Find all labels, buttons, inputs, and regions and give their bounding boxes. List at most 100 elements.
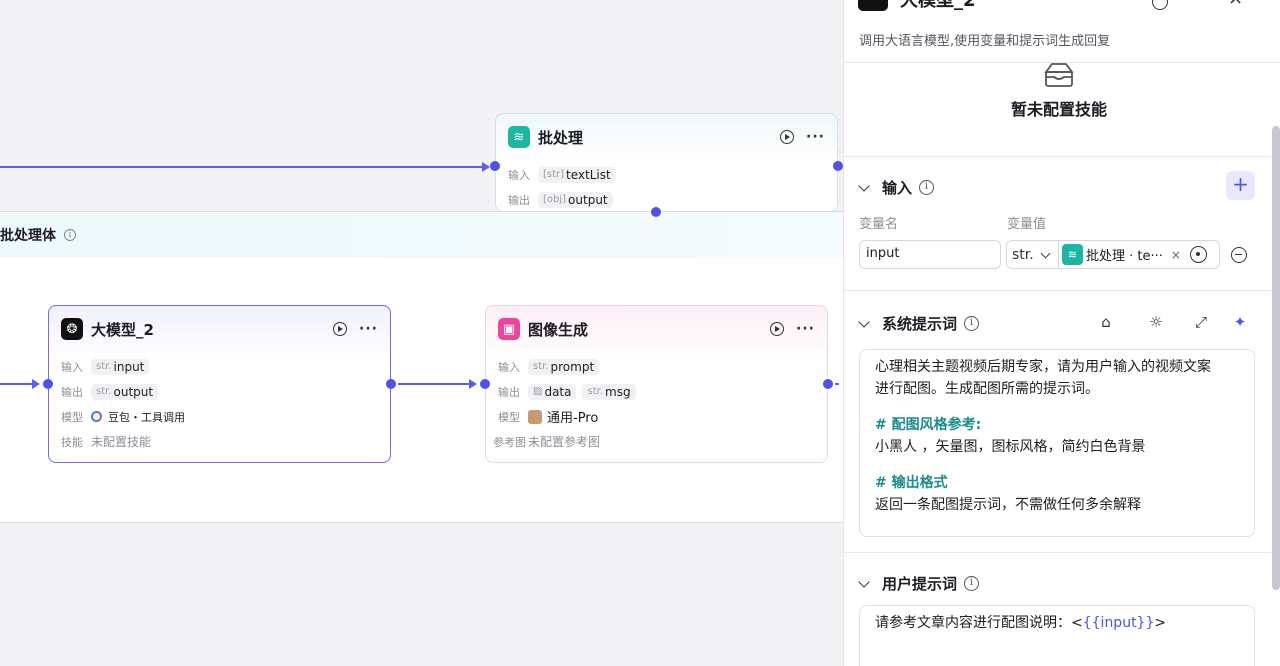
llm-model-label: 模型 [61, 410, 83, 424]
panel-scrollbar[interactable] [1272, 126, 1280, 590]
prompt-library-icon[interactable]: ⌂ [1101, 313, 1111, 331]
input-section-header[interactable]: 输入 i [858, 177, 935, 198]
image-model-label: 模型 [498, 410, 520, 424]
prompt-line: 返回一条配图提示词，不需做任何多余解释 [875, 497, 1141, 513]
close-icon[interactable]: × [1228, 0, 1243, 9]
layers-icon: ≋ [508, 126, 530, 148]
llm-node-header: ❂ 大模型_2 ··· [49, 306, 390, 352]
llm-output-label: 输出 [61, 385, 83, 399]
chevron-down-icon[interactable] [858, 179, 870, 192]
image-node-header: ▣ 图像生成 ··· [486, 306, 827, 352]
batch-output-port[interactable] [833, 161, 843, 171]
ai-sparkle-icon[interactable]: ✦ [1233, 313, 1247, 331]
image-output-tag-msg: str.msg [582, 383, 636, 400]
image-input-port[interactable] [480, 379, 490, 389]
divider [844, 290, 1280, 291]
ref-text: 批处理 · te··· [1086, 249, 1163, 264]
llm-icon: ❂ [61, 318, 83, 340]
chevron-down-icon[interactable] [858, 315, 870, 328]
var-value-column-label: 变量值 [1007, 217, 1047, 232]
batch-node-header: ≋ 批处理 ··· [496, 114, 837, 160]
more-icon[interactable]: ··· [796, 321, 815, 337]
info-icon[interactable]: i [964, 316, 980, 331]
lightbulb-icon[interactable]: ☼ [1149, 313, 1163, 331]
system-prompt-editor[interactable]: 心理相关主题视频后期专家，请为用户输入的视频文案 进行配图。生成配图所需的提示词… [859, 349, 1255, 537]
edge-out-image [835, 383, 843, 385]
info-icon[interactable]: i [64, 229, 76, 241]
image-ref-label: 参考图 [493, 435, 526, 449]
user-prompt-editor[interactable]: 请参考文章内容进行配图说明：<{{input}}> [859, 605, 1255, 666]
edge-arrow [32, 379, 40, 389]
run-icon[interactable] [770, 322, 785, 336]
run-icon[interactable] [780, 130, 795, 144]
expand-icon[interactable]: ⤢ [1194, 313, 1207, 331]
llm-output-tag: str.output [91, 383, 159, 400]
chevron-down-icon [1040, 248, 1051, 258]
picture-icon: ▨ [533, 386, 543, 397]
skills-empty-state: 暂未配置技能 [844, 58, 1274, 120]
node-config-panel: 大模型_2 × 调用大语言模型,使用变量和提示词生成回复 暂未配置技能 输入 i… [843, 0, 1280, 666]
info-icon[interactable]: i [919, 180, 935, 195]
image-input-tag: str.prompt [528, 358, 600, 375]
batch-input-port[interactable] [490, 161, 500, 171]
batch-node[interactable]: ≋ 批处理 ··· 输入 [str]textList 输出 [obj]outpu… [495, 113, 838, 212]
divider [844, 62, 1280, 63]
clear-reference-icon[interactable]: × [1170, 247, 1181, 262]
chevron-down-icon[interactable] [858, 575, 870, 588]
info-icon[interactable]: i [964, 576, 980, 591]
image-ref-value: 未配置参考图 [528, 435, 601, 449]
llm-input-tag: str.input [91, 358, 150, 375]
var-name-input[interactable]: input [859, 240, 1001, 269]
image-model-value: 通用-Pro [528, 407, 598, 426]
user-prompt-text-end: > [1154, 615, 1167, 631]
edge-to-batch [0, 166, 484, 168]
batch-output-label: 输出 [508, 193, 530, 207]
llm-skills-row: 技能 未配置技能 [49, 429, 390, 454]
llm-skills-value: 未配置技能 [91, 435, 152, 449]
panel-header: 大模型_2 × [858, 0, 1243, 12]
system-prompt-header[interactable]: 系统提示词 i [858, 313, 980, 334]
prompt-heading: # 输出格式 [875, 475, 948, 491]
image-output-port[interactable] [823, 379, 833, 389]
llm-skills-label: 技能 [61, 435, 83, 449]
user-prompt-text: 请参考文章内容进行配图说明：< [875, 615, 1083, 631]
image-output-label: 输出 [498, 385, 520, 399]
add-variable-button[interactable]: + [1226, 171, 1255, 200]
prompt-line: 小黑人 ，矢量图，图标风格，简约白色背景 [875, 439, 1146, 455]
edge-to-llm [0, 383, 34, 385]
user-prompt-title: 用户提示词 [882, 575, 958, 593]
var-reference-chip[interactable]: ≋ 批处理 · te··· × [1062, 244, 1181, 265]
llm-input-label: 输入 [61, 360, 83, 374]
llm-icon [858, 0, 888, 11]
image-node-title: 图像生成 [528, 320, 589, 339]
var-type-select[interactable]: str. [1007, 241, 1059, 268]
var-value-field[interactable]: str. ≋ 批处理 · te··· × [1006, 240, 1220, 269]
batch-output-tag: [obj]output [538, 191, 613, 208]
help-icon[interactable] [1152, 0, 1168, 10]
image-gen-node[interactable]: ▣ 图像生成 ··· 输入 str.prompt 输出 ▨data str.ms… [485, 305, 828, 463]
edge-arrow [482, 162, 490, 172]
empty-box-icon [1044, 63, 1074, 87]
remove-variable-icon[interactable] [1231, 247, 1247, 263]
llm-input-port[interactable] [43, 379, 53, 389]
image-input-row: 输入 str.prompt [486, 354, 827, 379]
workflow-canvas[interactable]: ≋ 批处理 ··· 输入 [str]textList 输出 [obj]outpu… [0, 0, 843, 666]
run-icon[interactable] [333, 322, 348, 336]
llm-output-port[interactable] [386, 379, 396, 389]
batch-body-port[interactable] [651, 207, 661, 217]
llm-node-title: 大模型_2 [91, 320, 154, 339]
more-icon[interactable]: ··· [806, 129, 825, 145]
batch-body-header: 批处理体 i [0, 212, 843, 258]
user-prompt-header[interactable]: 用户提示词 i [858, 573, 980, 594]
reference-picker-icon[interactable] [1189, 246, 1207, 263]
divider [844, 156, 1280, 157]
more-icon[interactable]: ··· [359, 321, 378, 337]
batch-input-row: 输入 [str]textList [496, 162, 837, 187]
prompt-line: 进行配图。生成配图所需的提示词。 [875, 381, 1099, 397]
llm-input-row: 输入 str.input [49, 354, 390, 379]
batch-input-label: 输入 [508, 168, 530, 182]
prompt-line: 心理相关主题视频后期专家，请为用户输入的视频文案 [875, 359, 1211, 375]
skills-empty-text: 暂未配置技能 [1010, 100, 1107, 119]
llm-node[interactable]: ❂ 大模型_2 ··· 输入 str.input 输出 str.output 模… [48, 305, 391, 463]
input-section-title: 输入 [882, 179, 913, 197]
